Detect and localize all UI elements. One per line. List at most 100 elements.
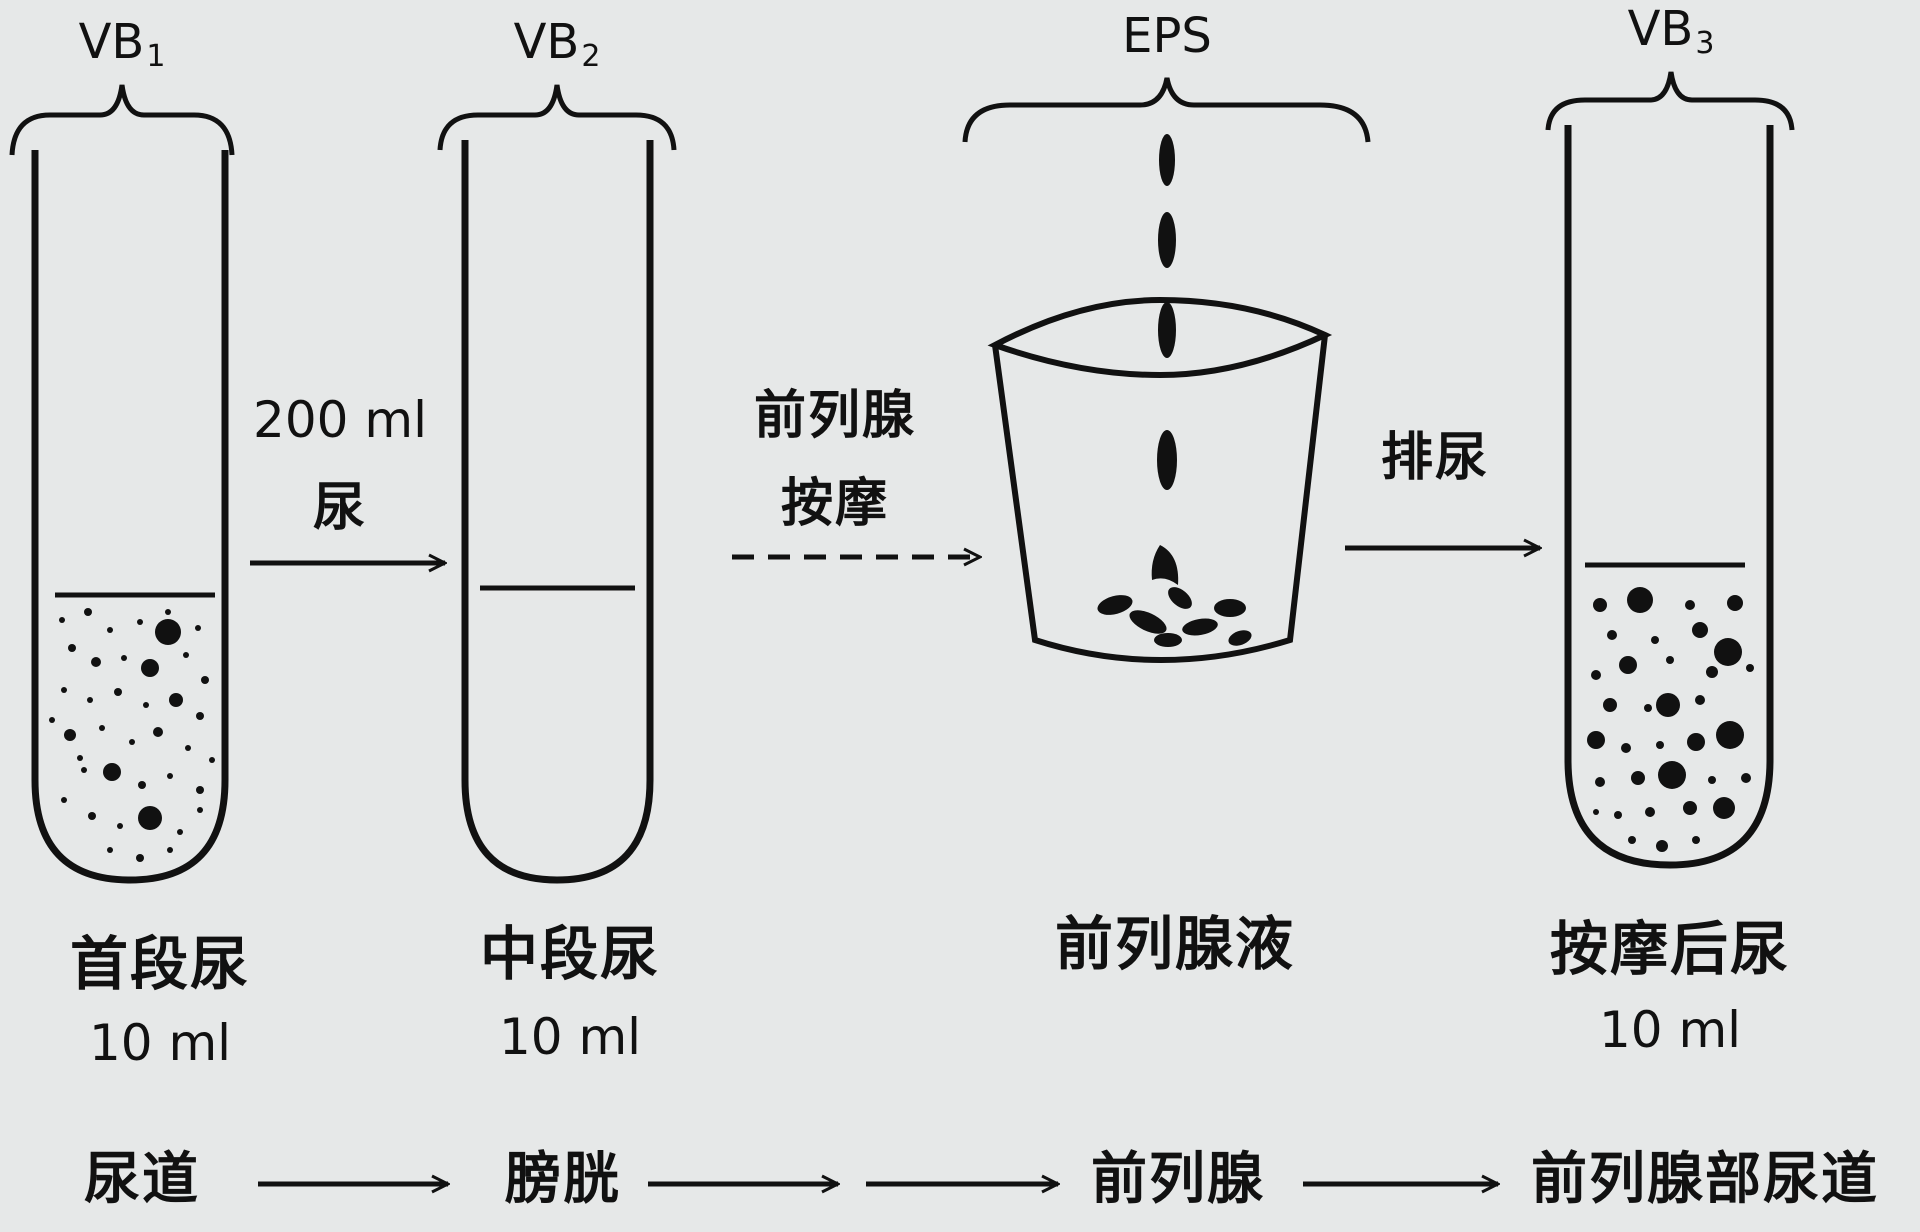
sediment-dot <box>87 697 93 703</box>
vb2-top-label-text: VB <box>513 14 580 70</box>
sediment-dot <box>195 625 201 631</box>
sediment-dot <box>209 757 215 763</box>
vb1-top-label: VB1 <box>79 18 166 72</box>
sediment-dot <box>1727 595 1743 611</box>
sediment-dot <box>129 739 135 745</box>
vb3-top-label: VB3 <box>1628 5 1715 59</box>
sediment-dot <box>68 644 76 652</box>
vb2-name: 中段尿 <box>479 920 661 988</box>
sediment-dot <box>1603 698 1617 712</box>
sediment-dot <box>1716 721 1744 749</box>
vb2-brace <box>437 84 677 151</box>
sediment-dot <box>121 655 127 661</box>
vb2-top-label: VB2 <box>514 18 601 72</box>
vb3-tube <box>1564 125 1774 869</box>
sediment-dot <box>1631 771 1645 785</box>
eps-sediment <box>1097 587 1252 647</box>
sediment-dot <box>1593 809 1599 815</box>
vb3-brace <box>1545 71 1795 131</box>
sediment-dot <box>1644 704 1652 712</box>
flow-urethra: 尿道 <box>84 1147 200 1212</box>
sediment-dot <box>1685 600 1695 610</box>
step-3-line1: 排尿 <box>1380 428 1490 488</box>
vb1-sediment <box>49 608 215 862</box>
eps-droplets <box>1151 134 1179 585</box>
sediment-dot <box>1593 598 1607 612</box>
sediment-dot <box>1591 670 1601 680</box>
sediment-dot <box>138 781 146 789</box>
vb3-top-label-sub: 3 <box>1695 26 1715 61</box>
sediment-dot <box>185 745 191 751</box>
sediment-dot <box>1607 630 1617 640</box>
sediment-dot <box>155 619 181 645</box>
sediment-dot <box>138 806 162 830</box>
step-2-line1: 前列腺 <box>753 386 917 446</box>
sediment-dot <box>1746 664 1754 672</box>
vb2-top-label-sub: 2 <box>581 39 601 74</box>
sediment-dot <box>59 617 65 623</box>
sediment-dot <box>177 829 183 835</box>
sediment-dot <box>1651 636 1659 644</box>
sediment-dot <box>165 609 171 615</box>
flow-prostatic-urethra: 前列腺部尿道 <box>1531 1147 1879 1212</box>
vb3-sediment <box>1587 587 1754 852</box>
sediment-dot <box>103 763 121 781</box>
sediment-dot <box>143 702 149 708</box>
sediment-dot <box>153 727 163 737</box>
sediment-dot <box>1713 797 1735 819</box>
vb1-top-label-sub: 1 <box>146 39 166 74</box>
sediment-dot <box>77 755 83 761</box>
sediment-dot <box>49 717 55 723</box>
sediment-dot <box>117 823 123 829</box>
vb1-top-label-text: VB <box>78 14 145 70</box>
sediment-dot <box>1708 776 1716 784</box>
step-2-line2: 按摩 <box>780 474 890 534</box>
vb3-name: 按摩后尿 <box>1549 915 1791 983</box>
vb2-volume: 10 ml <box>498 1008 642 1066</box>
sediment-dot <box>1627 587 1653 613</box>
sediment-dot <box>1628 836 1636 844</box>
sediment-dot <box>196 712 204 720</box>
sediment-dot <box>1645 807 1655 817</box>
sediment-dot <box>107 627 113 633</box>
sediment-dot <box>136 854 144 862</box>
sediment-dot <box>1666 656 1674 664</box>
sediment-dot <box>1706 666 1718 678</box>
sediment-dot <box>1692 836 1700 844</box>
sediment-dot <box>1683 801 1697 815</box>
eps-top-label-text: EPS <box>1122 8 1212 64</box>
vb3-top-label-text: VB <box>1627 1 1694 57</box>
sediment-dot <box>107 847 113 853</box>
sediment-dot <box>1656 741 1664 749</box>
sediment-dot <box>1656 693 1680 717</box>
sediment-dot <box>1695 695 1705 705</box>
eps-top-label: EPS <box>1122 12 1212 60</box>
vb1-name: 首段尿 <box>69 930 251 998</box>
sediment-dot <box>1656 840 1668 852</box>
sediment-dot <box>141 659 159 677</box>
sediment-dot <box>1658 761 1686 789</box>
sediment-dot <box>91 657 101 667</box>
sediment-dot <box>201 676 209 684</box>
sediment-dot <box>81 767 87 773</box>
vb3-volume: 10 ml <box>1598 1001 1742 1059</box>
sediment-dot <box>196 786 204 794</box>
sediment-dot <box>114 688 122 696</box>
sediment-dot <box>1741 773 1751 783</box>
sediment-dot <box>169 693 183 707</box>
sediment-dot <box>167 847 173 853</box>
flow-bladder: 膀胱 <box>505 1147 621 1212</box>
eps-cup <box>987 134 1333 663</box>
sediment-dot <box>1595 777 1605 787</box>
vb1-tube <box>31 150 229 884</box>
sediment-dot <box>1692 622 1708 638</box>
sediment-dot <box>1587 731 1605 749</box>
flow-prostate: 前列腺 <box>1091 1147 1265 1212</box>
sediment-dot <box>61 797 67 803</box>
sediment-dot <box>84 608 92 616</box>
sediment-dot <box>183 652 189 658</box>
step-1-line1: 200 ml <box>253 391 427 449</box>
vb1-brace <box>9 84 235 156</box>
